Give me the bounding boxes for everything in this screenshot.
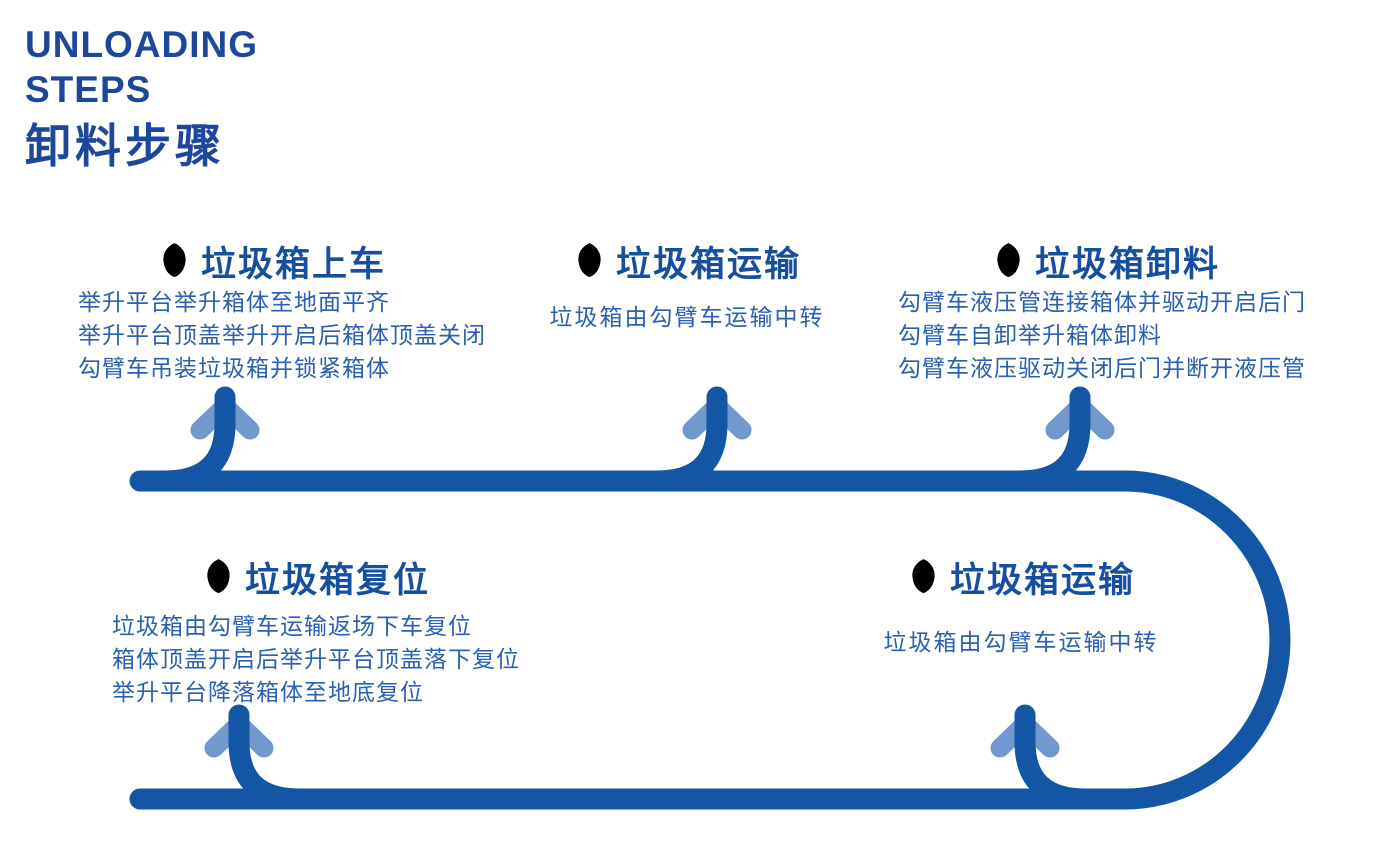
step2-header: 垃圾箱运输 [481,238,893,284]
leaf-icon [997,242,1020,282]
arrow-stem-step1 [154,386,236,492]
leaf-icon [163,242,186,282]
step1-line1: 举升平台举升箱体至地面平齐 [78,289,390,315]
leaf-icon [207,558,230,598]
step3-line1: 勾臂车液压管连接箱体并驱动开启后门 [898,289,1306,315]
step4-title: 垃圾箱复位 [244,560,430,600]
step4-header: 垃圾箱复位 [110,554,522,600]
step2-line1: 垃圾箱由勾臂车运输中转 [549,304,825,330]
arrow-stem-step2 [646,386,728,492]
title-english-line2: STEPS [25,69,152,110]
step2-description: 垃圾箱由勾臂车运输中转 [481,301,893,334]
step3-description: 勾臂车液压管连接箱体并驱动开启后门 勾臂车自卸举升箱体卸料 勾臂车液压驱动关闭后… [898,286,1306,385]
flow-track [129,470,1291,810]
step3-header: 垃圾箱卸料 [900,238,1312,284]
arrow-stem-step4 [228,704,310,810]
step2-title: 垃圾箱运输 [615,244,801,284]
step4-description: 垃圾箱由勾臂车运输返场下车复位 箱体顶盖开启后举升平台顶盖落下复位 举升平台降落… [112,610,520,709]
step1-line3: 勾臂车吊装垃圾箱并锁紧箱体 [78,355,390,381]
arrow-stem-step5 [1014,704,1096,810]
step4-line3: 举升平台降落箱体至地底复位 [112,679,424,705]
step5-description: 垃圾箱由勾臂车运输中转 [815,626,1227,659]
step1-header: 垃圾箱上车 [66,238,478,284]
arrow-stem-step3 [1009,386,1091,492]
step3-line3: 勾臂车液压驱动关闭后门并断开液压管 [898,355,1306,381]
step3-title: 垃圾箱卸料 [1034,244,1220,284]
step1-title: 垃圾箱上车 [200,244,386,284]
leaf-icon [578,242,601,282]
step5-header: 垃圾箱运输 [815,554,1227,600]
page-title-block: UNLOADING STEPS 卸料步骤 [25,22,258,172]
step5-title: 垃圾箱运输 [949,560,1135,600]
step1-line2: 举升平台顶盖举升开启后箱体顶盖关闭 [78,322,486,348]
step4-line2: 箱体顶盖开启后举升平台顶盖落下复位 [112,646,520,672]
step5-line1: 垃圾箱由勾臂车运输中转 [883,629,1159,655]
leaf-icon [912,558,935,598]
step1-description: 举升平台举升箱体至地面平齐 举升平台顶盖举升开启后箱体顶盖关闭 勾臂车吊装垃圾箱… [78,286,486,385]
step4-line1: 垃圾箱由勾臂车运输返场下车复位 [112,613,472,639]
title-english-line1: UNLOADING [25,24,259,65]
title-chinese: 卸料步骤 [25,120,225,172]
step3-line2: 勾臂车自卸举升箱体卸料 [898,322,1162,348]
